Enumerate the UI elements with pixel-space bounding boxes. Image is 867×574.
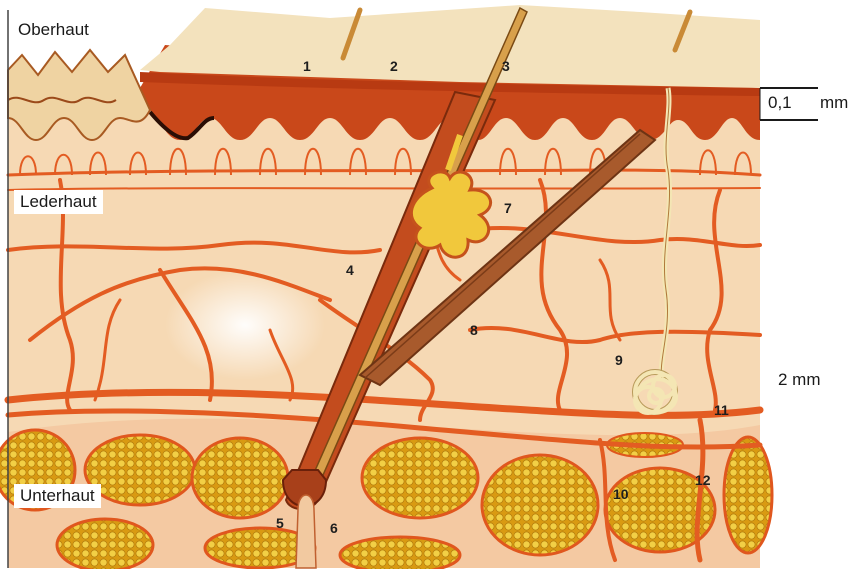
scale-dermis-value: 2 mm	[778, 370, 821, 390]
marker-1: 1	[303, 58, 311, 74]
label-lederhaut: Lederhaut	[14, 190, 103, 214]
marker-3: 3	[502, 58, 510, 74]
marker-8: 8	[470, 322, 478, 338]
fat-lobules	[0, 430, 772, 569]
marker-9: 9	[615, 352, 623, 368]
marker-12: 12	[695, 472, 711, 488]
scale-epidermis-unit: mm	[820, 93, 848, 113]
marker-10: 10	[613, 486, 629, 502]
marker-11: 11	[714, 402, 729, 418]
scale-epidermis-value: 0,1	[768, 93, 792, 113]
label-oberhaut: Oberhaut	[12, 18, 95, 42]
marker-2: 2	[390, 58, 398, 74]
hair-papilla	[296, 495, 316, 568]
marker-6: 6	[330, 520, 338, 536]
marker-5: 5	[276, 515, 284, 531]
dermis-highlight	[165, 270, 325, 380]
marker-4: 4	[346, 262, 354, 278]
marker-7: 7	[504, 200, 512, 216]
label-unterhaut: Unterhaut	[14, 484, 101, 508]
